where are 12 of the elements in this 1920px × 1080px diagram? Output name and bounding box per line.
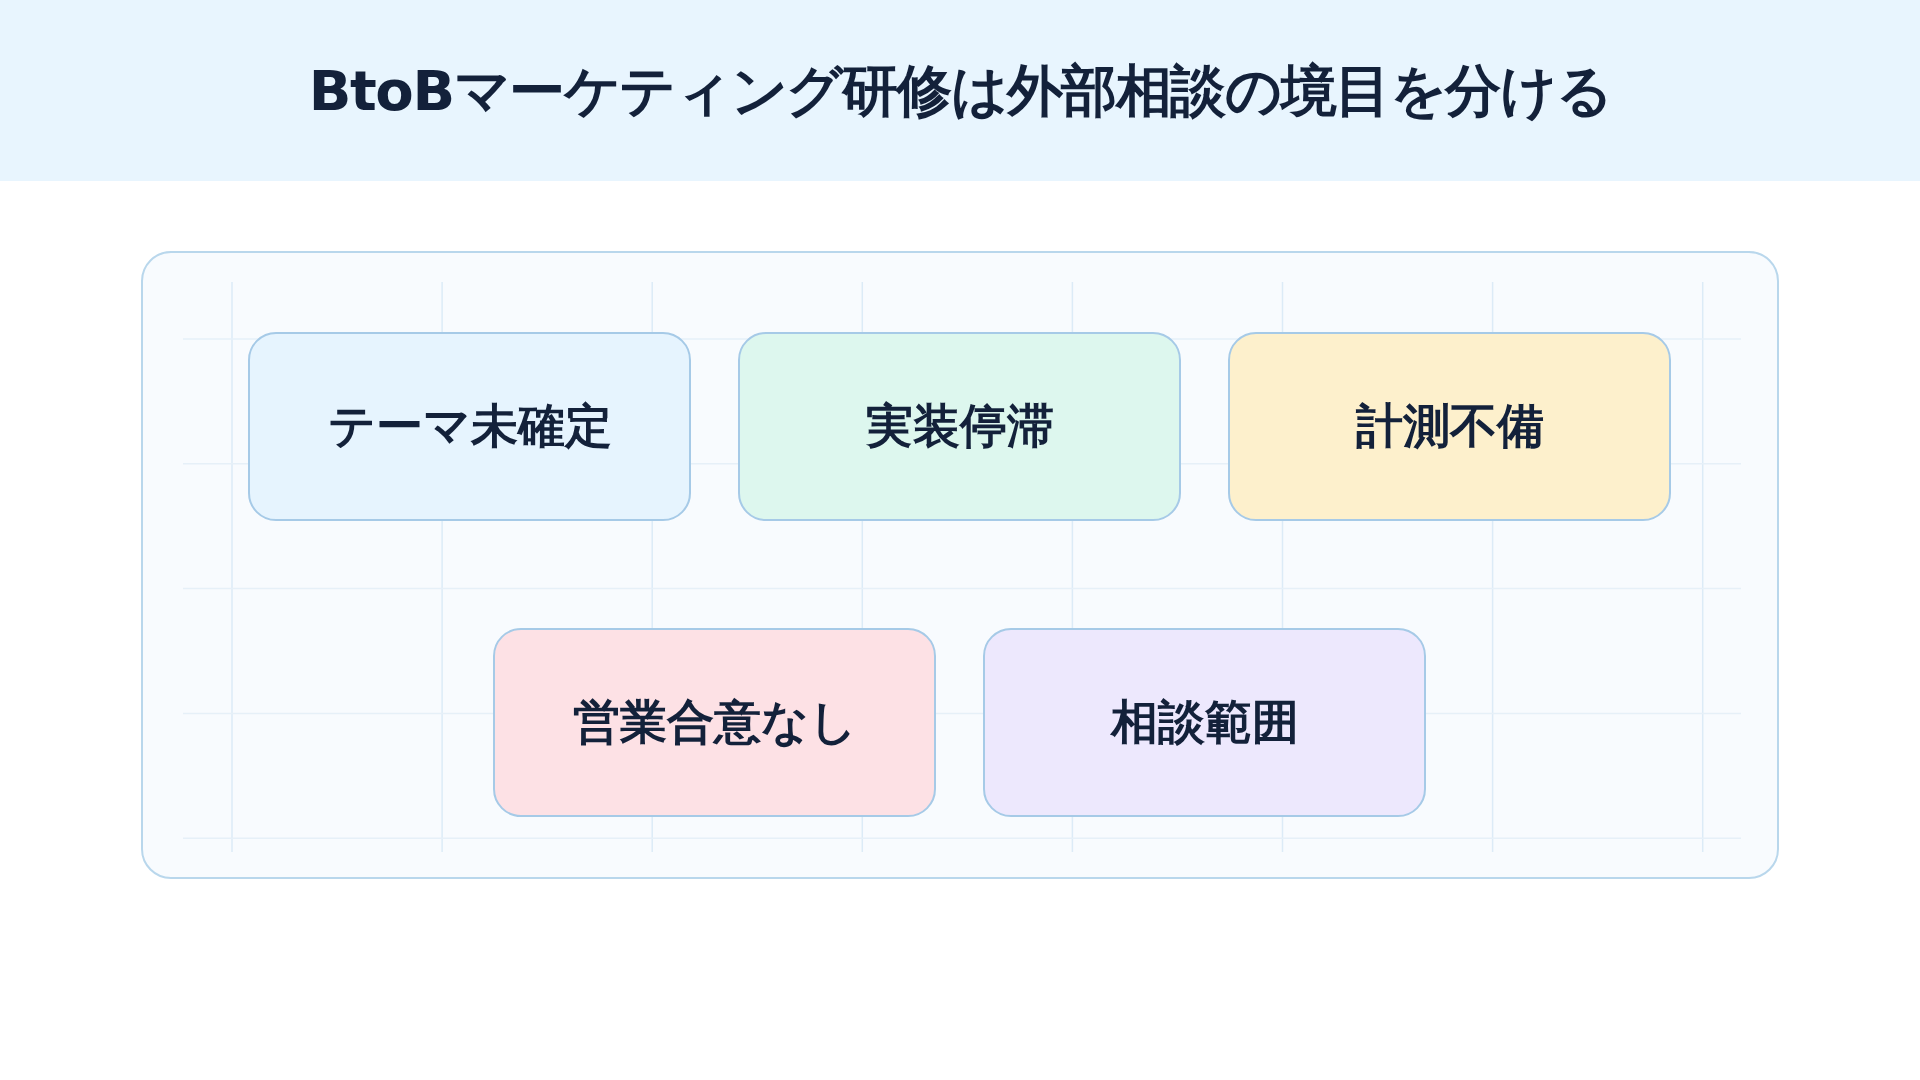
category-box xyxy=(1228,332,1671,521)
box-label: 実装停滞 xyxy=(865,397,1054,456)
box-label: 相談範囲 xyxy=(1110,693,1299,752)
box-label: テーマ未確定 xyxy=(327,397,612,456)
box-label: 計測不備 xyxy=(1355,397,1544,456)
category-box xyxy=(493,628,936,817)
category-box xyxy=(248,332,691,521)
category-box xyxy=(738,332,1181,521)
panel xyxy=(141,251,1779,879)
title: BtoBマーケティング研修は外部相談の境目を分ける xyxy=(308,56,1612,125)
category-box xyxy=(983,628,1426,817)
box-label: 営業合意なし xyxy=(572,693,857,752)
